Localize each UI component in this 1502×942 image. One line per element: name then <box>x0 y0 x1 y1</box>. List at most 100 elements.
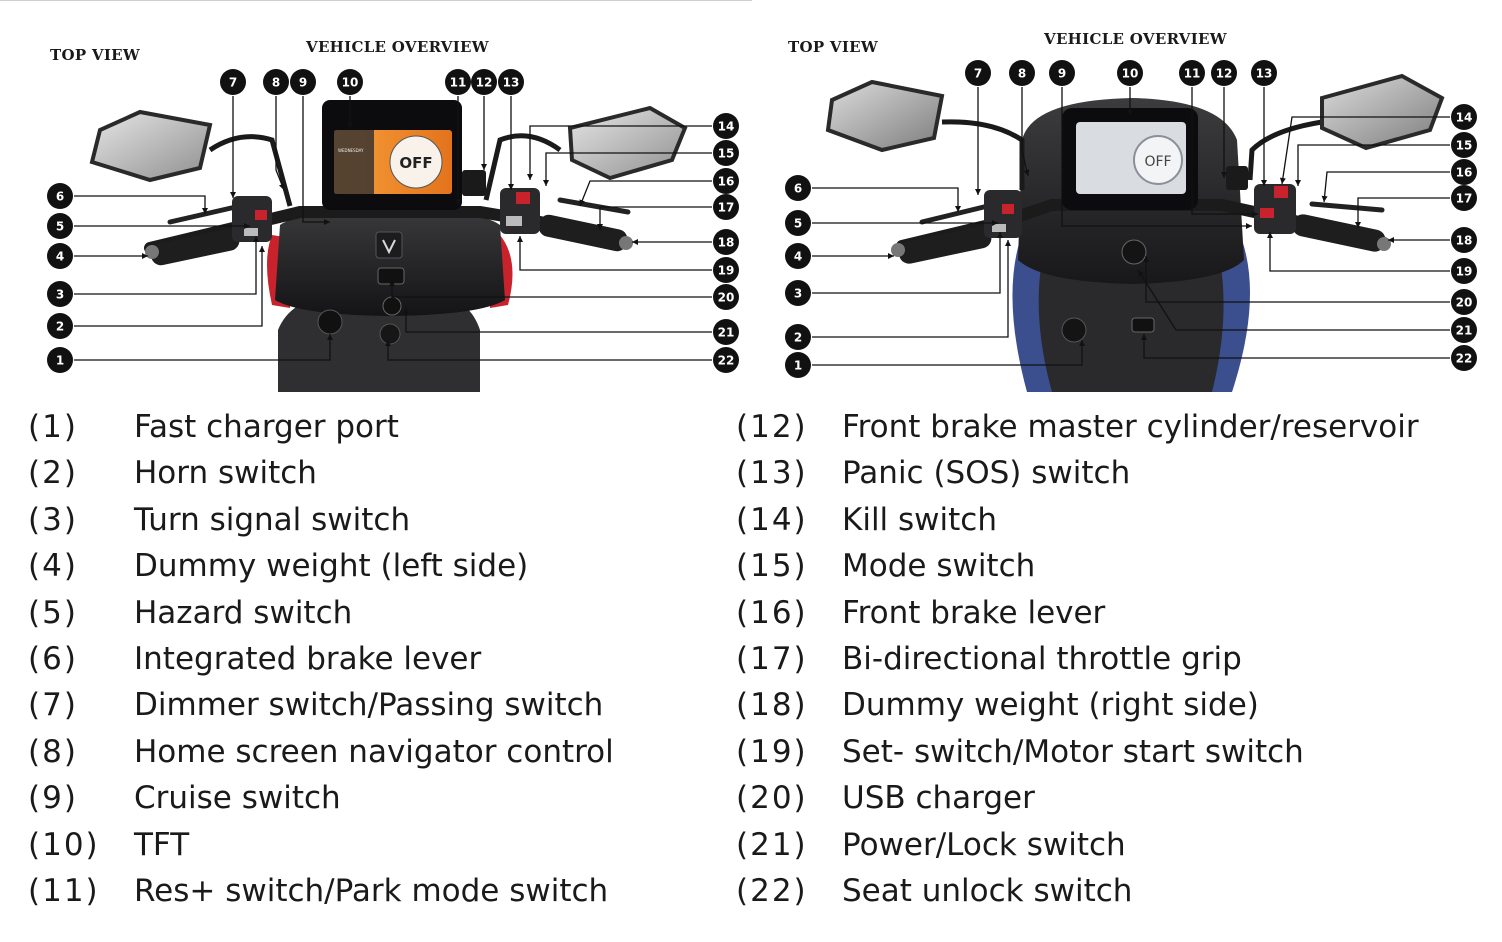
callout-leader-line <box>599 206 712 230</box>
callout-number: 5 <box>794 217 802 231</box>
callout-number: 5 <box>56 220 64 234</box>
callout-number: 8 <box>1018 67 1026 81</box>
legend-number: (17) <box>736 640 808 677</box>
callout-arrowhead <box>1246 223 1252 229</box>
callout-number: 15 <box>718 147 735 161</box>
legend-number: (18) <box>736 687 808 724</box>
legend-number: (13) <box>736 455 808 492</box>
callout-arrowhead <box>1005 240 1011 246</box>
callout-number: 20 <box>1456 296 1473 310</box>
callout-badge <box>1451 345 1477 371</box>
left-mirror-l <box>89 109 213 183</box>
legend-item: (22)Seat unlock switch <box>736 868 1476 914</box>
callout-arrowhead <box>455 199 461 205</box>
callout-number: 16 <box>718 175 735 189</box>
legend-left: (1)Fast charger port (2) Horn switch (3)Tur… <box>28 404 768 914</box>
callout-arrowhead <box>202 208 208 214</box>
callout-leader-line <box>1323 171 1450 203</box>
callout-badge <box>47 281 73 307</box>
left-brake-lever-r <box>557 197 631 215</box>
callout-number: 3 <box>794 287 802 301</box>
callout-leader-line <box>1281 116 1450 185</box>
callout-arrowhead <box>1355 222 1361 228</box>
callout-arrowhead <box>347 122 353 128</box>
callout-arrowhead <box>1295 180 1301 186</box>
legend-text: Set- switch/Motor start switch <box>842 733 1304 770</box>
callout-badge <box>47 313 73 339</box>
callout-number: 19 <box>718 264 735 278</box>
callout-leader-line <box>74 195 206 214</box>
legend-text: Horn switch <box>134 455 317 492</box>
legend-item: (14)Kill switch <box>736 497 1476 543</box>
legend-text: Dummy weight (left side) <box>134 548 529 585</box>
callout-leader-line <box>812 187 959 212</box>
legend-text: Seat unlock switch <box>842 872 1133 909</box>
callout-leader-line <box>1191 87 1258 215</box>
callout-badge <box>445 69 471 95</box>
legend-item: (3)Turn signal switch <box>28 497 768 543</box>
callout-number: 12 <box>1216 67 1233 81</box>
callout-badge <box>1251 60 1277 86</box>
callout-number: 17 <box>718 201 735 215</box>
callout-leader-line <box>812 240 1009 338</box>
callout-badge <box>337 69 363 95</box>
legend-text: Bi-directional throttle grip <box>842 640 1242 677</box>
callout-leader-line <box>1143 334 1450 359</box>
callout-arrowhead <box>632 239 638 245</box>
callout-arrowhead <box>997 232 1003 238</box>
right-tft-status: OFF <box>1144 154 1171 170</box>
legend-item: (1)Fast charger port <box>28 404 768 450</box>
legend-number: (1) <box>28 409 78 445</box>
legend-item: (8)Home screen navigator control <box>28 729 768 775</box>
legend-number: (10) <box>28 826 100 863</box>
callout-badge <box>713 319 739 345</box>
callout-number: 22 <box>718 354 735 368</box>
legend-text: Dummy weight (right side) <box>842 687 1259 724</box>
callout-number: 10 <box>1122 67 1139 81</box>
right-top-view-label: TOP VIEW <box>788 38 879 56</box>
callout-badge <box>785 280 811 306</box>
legend-number: (5) <box>28 594 78 631</box>
svg-text:WEDNESDAY: WEDNESDAY <box>338 148 364 153</box>
left-scooter-illustration: OFF WEDNESDAY <box>89 100 688 392</box>
callout-number: 14 <box>1456 111 1473 125</box>
callout-arrowhead <box>1143 256 1149 262</box>
callout-arrowhead <box>517 236 523 242</box>
legend-number: (20) <box>736 780 808 817</box>
legend-item: (19) Set- switch/Motor start switch <box>736 729 1476 775</box>
legend-item: (4)Dummy weight (left side) <box>28 543 768 589</box>
callout-badge <box>1117 60 1143 86</box>
left-master-cylinder <box>462 170 486 196</box>
callout-arrowhead <box>1127 110 1133 116</box>
legend-item: (6)Integrated brake lever <box>28 636 768 682</box>
callout-leader-line <box>74 334 331 361</box>
left-vehicle-panel: OFF WEDNESDAY TOP VIEW VEHICLE OVERVIEW … <box>0 0 752 400</box>
legend-text: Dimmer switch/Passing switch <box>134 687 604 724</box>
legend-number: (2) <box>28 455 78 492</box>
callout-badge <box>713 284 739 310</box>
left-title: VEHICLE OVERVIEW <box>306 38 489 56</box>
callout-badge <box>1451 132 1477 158</box>
callout-arrowhead <box>403 308 409 314</box>
callout-badge <box>1451 317 1477 343</box>
callout-leader-line <box>302 96 330 223</box>
callout-number: 18 <box>1456 234 1473 248</box>
legend-item: (7)Dimmer switch/Passing switch <box>28 682 768 728</box>
legend-item: (11)Res+ switch/Park mode switch <box>28 868 768 914</box>
legend-item: (9)Cruise switch <box>28 775 768 821</box>
callout-arrowhead <box>1261 180 1267 186</box>
callout-leader-line <box>1145 256 1450 303</box>
legend-text: Power/Lock switch <box>842 826 1126 863</box>
callout-number: 9 <box>299 76 307 90</box>
legend-text: Turn signal switch <box>134 501 411 538</box>
legend-number: (19) <box>736 733 808 770</box>
callout-number: 22 <box>1456 352 1473 366</box>
callout-arrowhead <box>1267 232 1273 238</box>
callout-arrowhead <box>1141 334 1147 340</box>
legend-number: (11) <box>28 872 100 909</box>
callout-arrowhead <box>1388 237 1394 243</box>
legend-item: (2) Horn switch <box>28 450 768 496</box>
callout-badge <box>1009 60 1035 86</box>
